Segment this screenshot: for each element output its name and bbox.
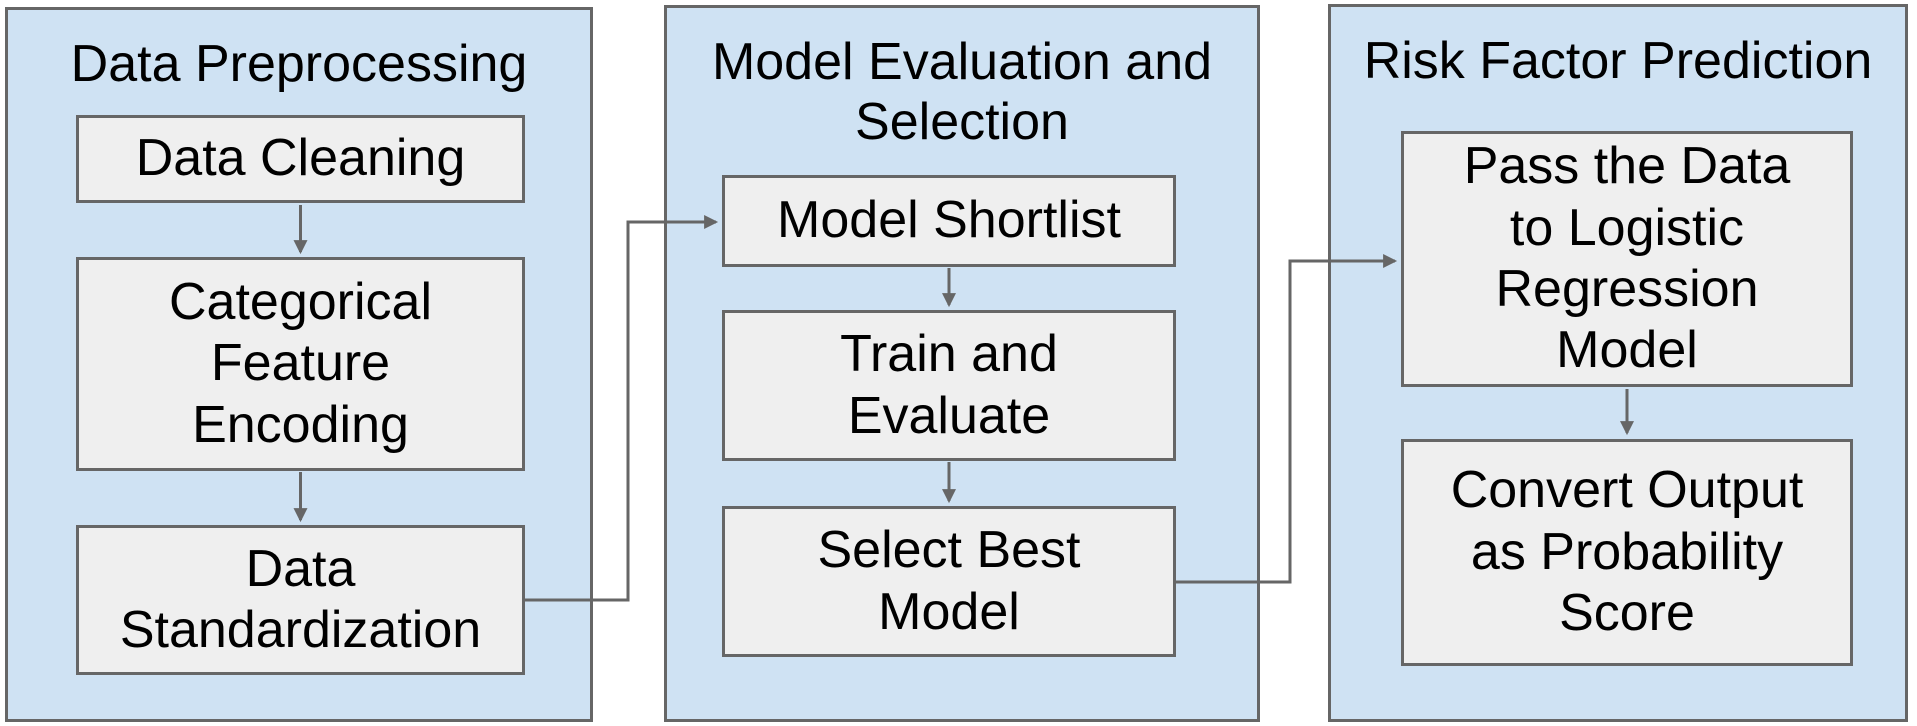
node-label-categorical-feature-encoding: Categorical Feature Encoding [168,272,433,454]
node-categorical-feature-encoding: Categorical Feature Encoding [76,257,525,471]
panel-title-risk-factor-prediction: Risk Factor Prediction [1363,32,1873,90]
panel-title-data-preprocessing: Data Preprocessing [70,35,528,93]
node-model-shortlist: Model Shortlist [722,175,1176,267]
node-train-and-evaluate: Train and Evaluate [722,310,1176,461]
panel-title-model-evaluation-selection: Model Evaluation and Selection [711,33,1213,152]
node-data-standardization: Data Standardization [76,525,525,675]
node-label-train-and-evaluate: Train and Evaluate [840,325,1058,445]
node-label-data-cleaning: Data Cleaning [135,129,466,188]
node-select-best-model: Select Best Model [722,506,1176,657]
node-convert-output-as-probability-score: Convert Output as Probability Score [1401,439,1853,666]
node-label-model-shortlist: Model Shortlist [777,191,1121,250]
node-label-convert-output-as-probability-score: Convert Output as Probability Score [1450,461,1804,643]
node-label-select-best-model: Select Best Model [817,521,1081,641]
node-label-pass-data-to-logistic-regression-model: Pass the Data to Logistic Regression Mod… [1463,137,1791,380]
node-label-data-standardization: Data Standardization [119,539,482,659]
node-data-cleaning: Data Cleaning [76,115,525,203]
node-pass-data-to-logistic-regression-model: Pass the Data to Logistic Regression Mod… [1401,131,1853,387]
